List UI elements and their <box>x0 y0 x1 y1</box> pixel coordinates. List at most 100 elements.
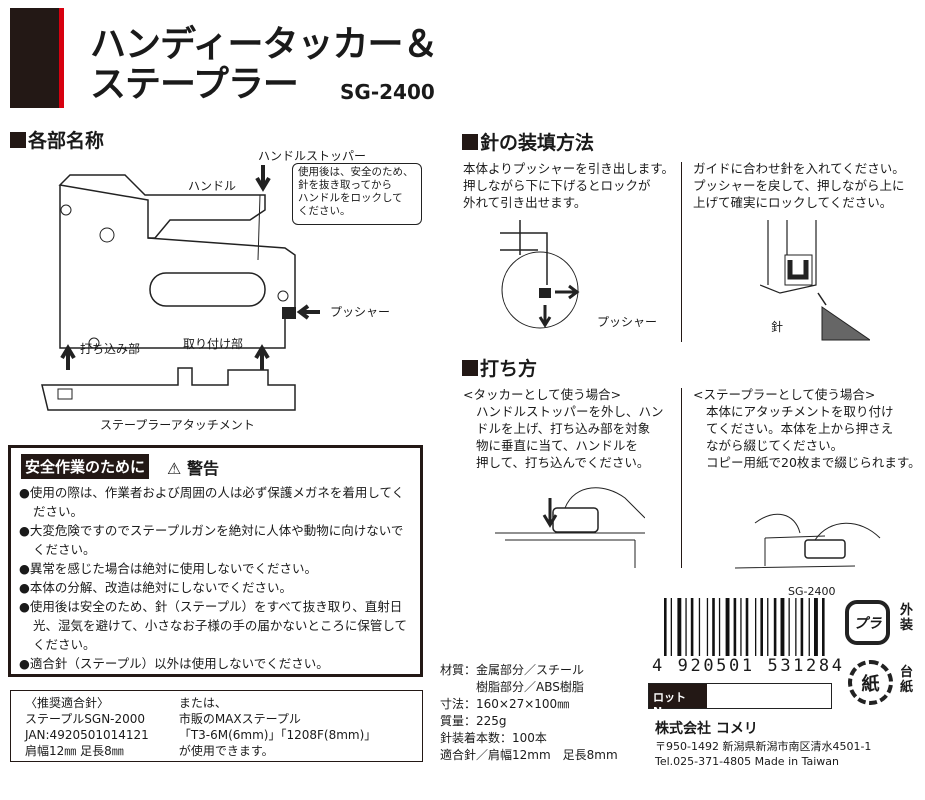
model-number: SG-2400 <box>340 80 435 104</box>
barcode-bar <box>706 598 709 656</box>
note-line: ハンドルをロックして <box>298 192 403 204</box>
divider <box>681 388 682 568</box>
text-line: コピー用紙で20枚まで綴じられます。 <box>706 455 921 470</box>
label-handle-stopper: ハンドルストッパー <box>258 149 367 163</box>
text-line: 外れて引き出せます。 <box>463 195 587 210</box>
note-line: ください。 <box>298 205 351 217</box>
rec-line: 肩幅12㎜ 足長8㎜ <box>25 744 124 758</box>
product-title-line2: ステープラー <box>90 64 299 105</box>
stapler-parts-diagram <box>41 165 320 411</box>
barcode-bar <box>773 598 777 656</box>
rec-line: または、 <box>178 696 227 710</box>
paper-label: 台紙 <box>900 665 914 695</box>
loading-step1: 本体よりプッシャーを引き出します。 押しながら下に下げるとロックが 外れて引き出… <box>463 160 674 211</box>
text-line: てください。本体を上から押さえ <box>706 421 894 436</box>
warning-item: 使用後は安全のため、針（ステープル）をすべて抜き取り、直射日光、湿気を避けて、小… <box>19 597 412 654</box>
spec-line: 材質：金属部分／スチール <box>440 663 585 677</box>
warning-triangle-icon: ⚠ <box>167 458 187 478</box>
product-title-line1: ハンディータッカー＆ <box>90 24 438 65</box>
barcode-bar <box>800 598 804 656</box>
warning-item: 本体の分解、改造は絶対にしないでください。 <box>19 578 412 597</box>
needle-guide-illustration <box>760 220 870 341</box>
barcode-bar <box>664 598 667 656</box>
warning-label: 警告 <box>186 458 219 478</box>
plastic-label: 外装 <box>900 603 914 633</box>
safety-heading: 安全作業のために <box>21 454 150 479</box>
parts-heading: 各部名称 <box>10 130 104 152</box>
barcode-bar <box>725 598 730 656</box>
barcode-bar <box>795 598 797 656</box>
text-line: 押して、打ち込んでください。 <box>476 455 650 470</box>
barcode-bar <box>685 598 687 656</box>
text-line: 物に垂直に当て、ハンドルを <box>476 438 638 453</box>
usage-title: <ステープラーとして使う場合> <box>693 387 876 402</box>
text-line: ガイドに合わせ針を入れてください。 <box>693 161 905 176</box>
note-line: 針を抜き取ってから <box>298 179 392 191</box>
rec-line: ステープルSGN-2000 <box>25 712 146 726</box>
spec-line: 質量：225g <box>440 714 507 728</box>
text-line: プッシャーを戻して、押しながら上に <box>693 178 905 193</box>
label-handle: ハンドル <box>188 179 237 193</box>
divider <box>681 162 682 342</box>
rec-line: 〈推奨適合針〉 <box>25 696 110 710</box>
text-line: ながら綴じてください。 <box>706 438 844 453</box>
barcode-bar <box>698 598 701 656</box>
barcode-bar <box>718 598 721 656</box>
paper-recycle-icon: 紙 <box>848 660 893 705</box>
text-line: ドルを上げ、打ち込み部を対象 <box>476 421 651 436</box>
text-line: 本体にアタッチメントを取り付け <box>706 404 894 419</box>
rec-line: JAN:4920501014121 <box>25 728 149 742</box>
plastic-recycle-icon: プラ <box>845 600 890 645</box>
warning-item: 大変危険ですのでステープルガンを絶対に人体や動物に向けないでください。 <box>19 521 412 559</box>
usage-note-box: 使用後は、安全のため、 針を抜き取ってから ハンドルをロックして ください。 <box>292 163 422 225</box>
warning-item: 使用の際は、作業者および周囲の人は必ず保護メガネを着用してください。 <box>19 483 412 521</box>
spec-line: 針装着本数：100本 <box>440 731 547 745</box>
stapler-usage-illustration <box>735 513 881 569</box>
rec-line: 市販のMAXステープル <box>178 712 301 726</box>
label-pusher: プッシャー <box>330 305 391 319</box>
text-line: ハンドルストッパーを外し、ハン <box>476 404 664 419</box>
recommended-staples-box: 〈推奨適合針〉 ステープルSGN-2000 JAN:4920501014121 … <box>10 690 423 762</box>
recommended-col1: 〈推奨適合針〉 ステープルSGN-2000 JAN:4920501014121 … <box>25 695 149 758</box>
barcode-bar <box>822 598 825 656</box>
barcode-bar <box>670 598 672 656</box>
label-attachment: ステープラーアタッチメント <box>100 418 255 432</box>
barcode-bar <box>745 598 749 656</box>
tacker-usage-illustration <box>495 487 645 568</box>
barcode-bar <box>733 598 737 656</box>
loading-step2: ガイドに合わせ針を入れてください。 プッシャーを戻して、押しながら上に 上げて確… <box>693 160 905 211</box>
pusher-detail-illustration <box>500 220 580 329</box>
spec-line: 樹脂部分／ABS樹脂 <box>440 680 584 694</box>
barcode-bar <box>780 598 785 656</box>
lot-label: ロットNo. <box>649 684 707 718</box>
spec-line: 寸法：160×27×100㎜ <box>440 697 570 711</box>
label-striking-part: 打ち込み部 <box>80 342 141 356</box>
safety-warning-box: 安全作業のために ⚠ 警告 使用の際は、作業者および周囲の人は必ず保護メガネを着… <box>8 445 423 677</box>
specifications: 材質：金属部分／スチール 樹脂部分／ABS樹脂 寸法：160×27×100㎜ 質… <box>440 662 618 764</box>
recommended-col2: または、 市販のMAXステープル 「T3-6M(6mm)」「1208F(8mm)… <box>178 695 377 758</box>
barcode-bar <box>788 598 790 656</box>
rec-line: 「T3-6M(6mm)」「1208F(8mm)」 <box>178 728 377 742</box>
note-line: 使用後は、安全のため、 <box>298 166 414 178</box>
warning-item: 異常を感じた場合は絶対に使用しないでください。 <box>19 559 412 578</box>
barcode-bar <box>740 598 742 656</box>
rec-line: が使用できます。 <box>178 744 274 758</box>
lot-number-field: ロットNo. <box>648 683 832 718</box>
barcode-number: 4 920501 531284 <box>652 656 845 676</box>
header-stripe <box>59 8 64 108</box>
barcode-bar <box>760 598 763 656</box>
barcode <box>664 598 825 656</box>
paper-mark: 紙 <box>861 673 880 695</box>
barcode-model: SG-2400 <box>788 585 836 598</box>
label-pusher-step1: プッシャー <box>597 315 658 329</box>
label-mounting-part: 取り付け部 <box>183 337 244 351</box>
barcode-bar <box>808 598 810 656</box>
company-name: 株式会社 コメリ <box>655 721 758 737</box>
text-line: 押しながら下に下げるとロックが <box>463 178 651 193</box>
usage-heading: 打ち方 <box>462 358 537 380</box>
plastic-mark: プラ <box>853 615 882 632</box>
text-line: 上げて確実にロックしてください。 <box>693 195 893 210</box>
barcode-bar <box>677 598 682 656</box>
barcode-bar <box>767 598 769 656</box>
barcode-bar <box>690 598 694 656</box>
